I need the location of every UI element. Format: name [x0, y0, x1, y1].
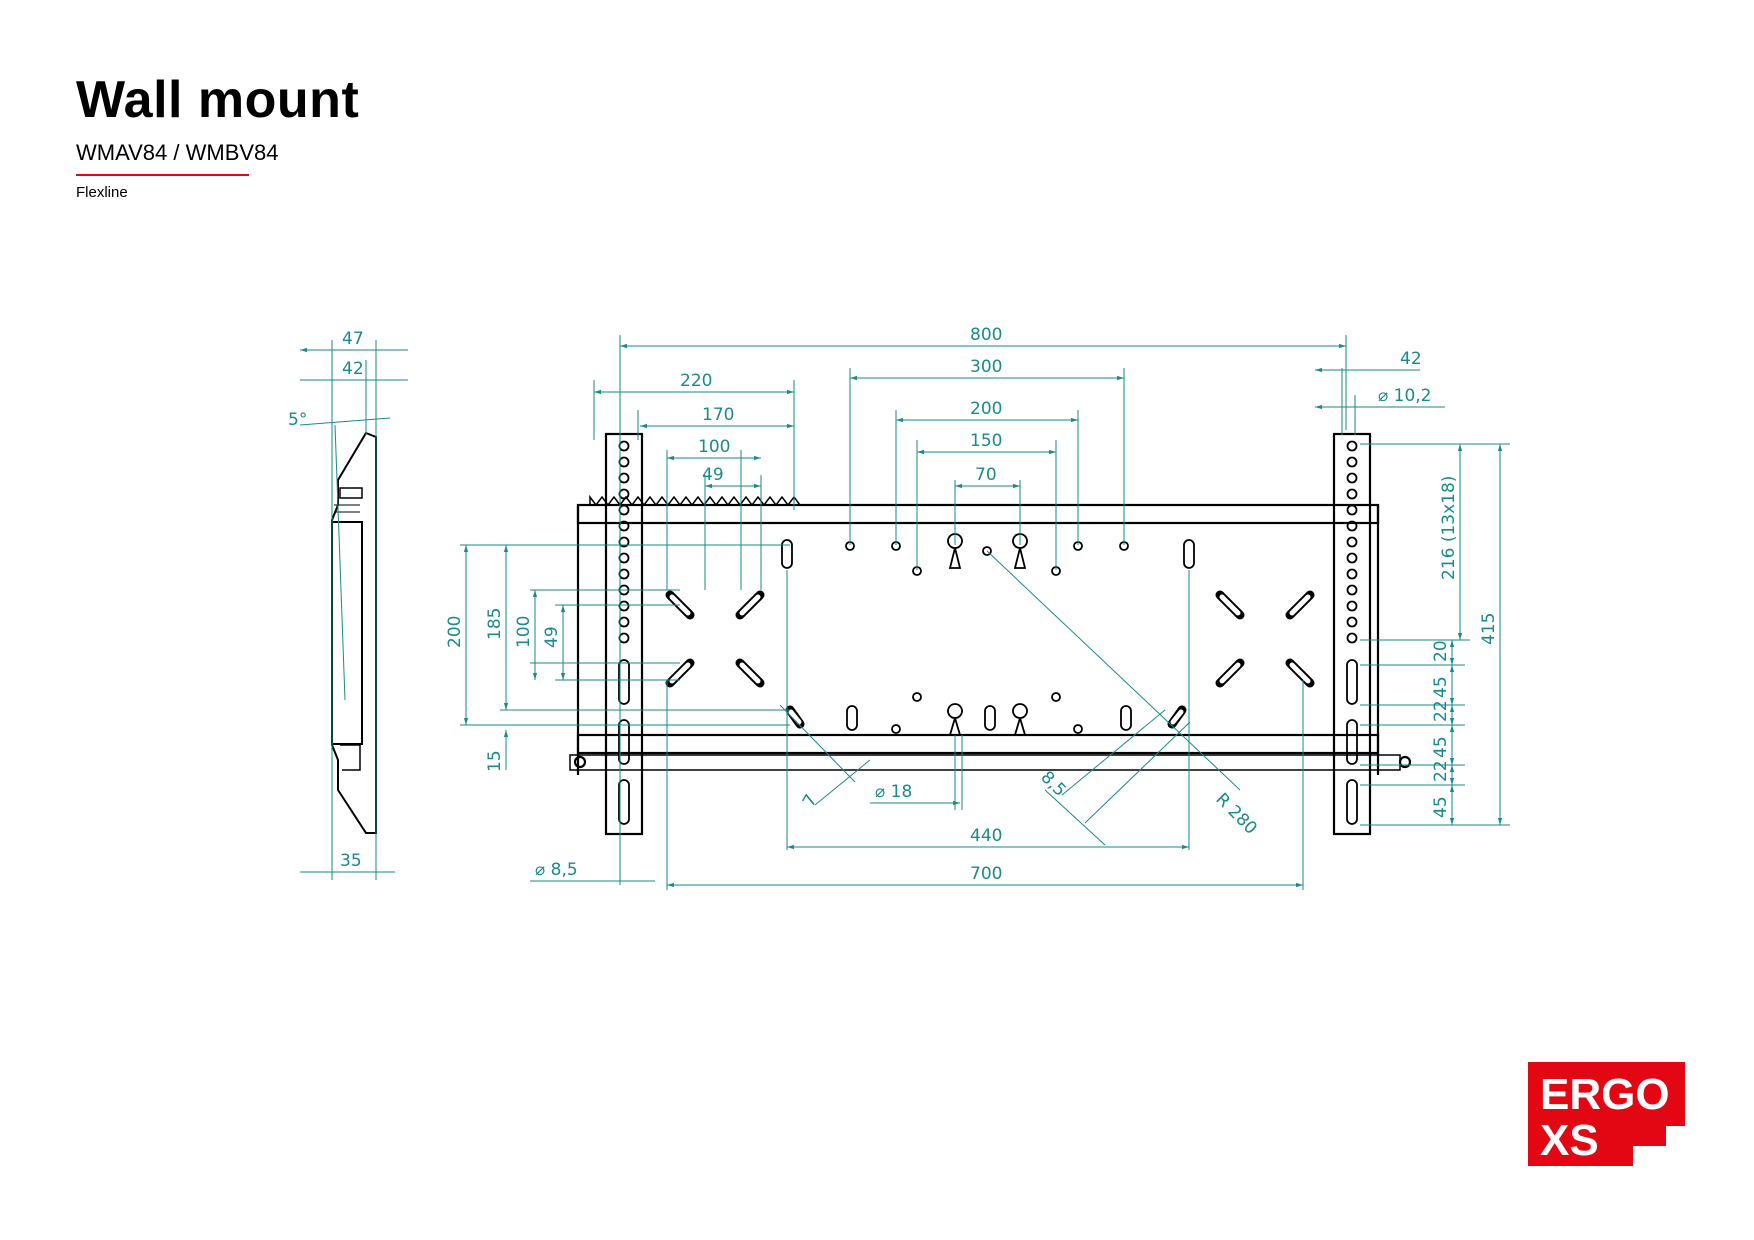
- arm-holes: [618, 440, 1358, 825]
- dim-height-185: 185: [485, 608, 505, 640]
- dim-pitch-216: 216 (13x18): [1439, 476, 1459, 580]
- dim-70: 70: [975, 465, 997, 485]
- product-series: Flexline: [76, 184, 128, 201]
- dim-170: 170: [702, 405, 734, 425]
- logo-text-ergo: ERGO: [1540, 1070, 1670, 1119]
- dim-step-45-a: 45: [1431, 676, 1451, 698]
- dim-150: 150: [970, 431, 1002, 451]
- dim-step-22-b: 22: [1431, 760, 1451, 782]
- front-view-dimensions: 800 300 220 170 100 49 200 150 70 42 ⌀ 1…: [445, 325, 1510, 890]
- dim-height-200: 200: [445, 616, 465, 648]
- side-dim-35: 35: [340, 851, 362, 871]
- dim-200-top: 200: [970, 399, 1002, 419]
- side-view: [331, 431, 377, 834]
- page-title: Wall mount: [76, 71, 360, 129]
- dim-440: 440: [970, 826, 1002, 846]
- dim-bottom-15: 15: [485, 750, 505, 772]
- dim-220: 220: [680, 371, 712, 391]
- dim-300: 300: [970, 357, 1002, 377]
- dim-42-right: 42: [1400, 349, 1422, 369]
- dim-step-45-b: 45: [1431, 736, 1451, 758]
- dim-height-100: 100: [514, 616, 534, 648]
- dim-step-22-a: 22: [1431, 700, 1451, 722]
- accent-rule: [76, 174, 249, 176]
- dim-hole-10-2: ⌀ 10,2: [1378, 386, 1432, 406]
- dim-step-45-c: 45: [1431, 796, 1451, 818]
- dim-700: 700: [970, 864, 1002, 884]
- dim-100: 100: [698, 437, 730, 457]
- dim-49: 49: [702, 465, 724, 485]
- side-dim-42: 42: [342, 359, 364, 379]
- logo-text-xs: XS: [1540, 1116, 1599, 1165]
- ergoxs-logo: ERGO XS: [1528, 1062, 1685, 1166]
- dim-height-49: 49: [542, 626, 562, 648]
- front-view: [569, 432, 1412, 836]
- dim-slot-8-5: 8,5: [1036, 767, 1069, 800]
- side-dim-angle: 5°: [288, 410, 307, 430]
- plate-holes: [665, 533, 1315, 736]
- side-view-dimensions: 47 42 5° 35: [288, 329, 408, 880]
- dim-hole-18: ⌀ 18: [875, 782, 912, 802]
- dim-step-20: 20: [1431, 640, 1451, 662]
- dim-total-415: 415: [1479, 613, 1499, 645]
- side-dim-47: 47: [342, 329, 364, 349]
- model-numbers: WMAV84 / WMBV84: [76, 140, 279, 165]
- dim-slot-7: 7: [799, 791, 822, 810]
- dim-800: 800: [970, 325, 1002, 345]
- dim-hole-8-5: ⌀ 8,5: [535, 860, 578, 880]
- dim-radius-280: R 280: [1211, 789, 1260, 838]
